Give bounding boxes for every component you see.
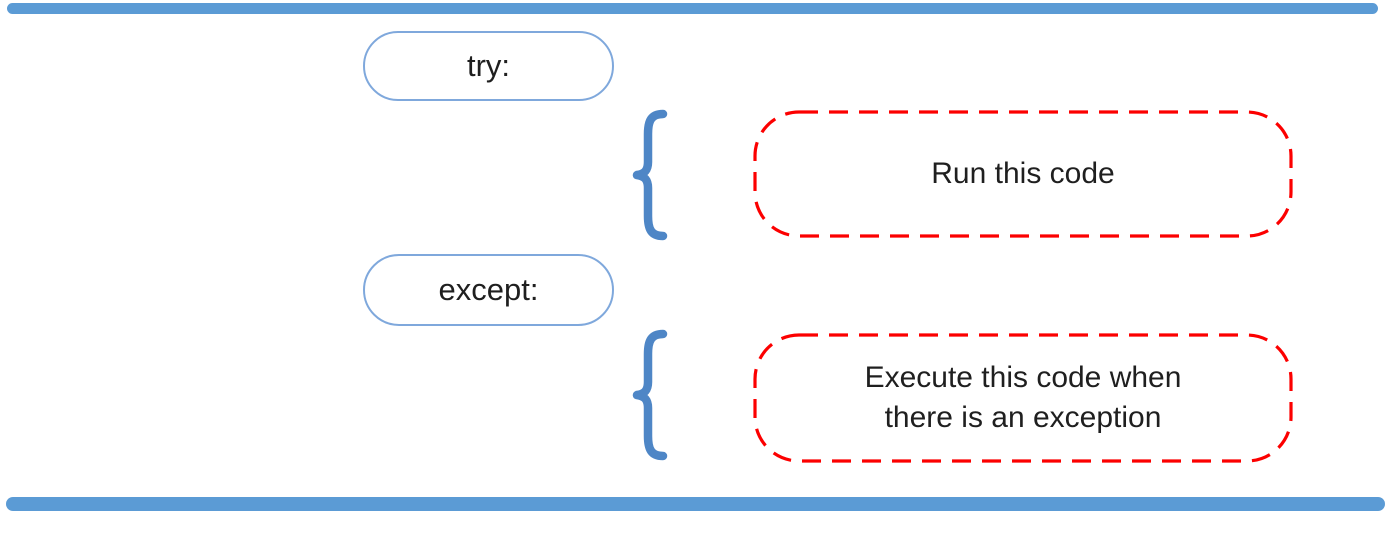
exception-code-box: Execute this code when there is an excep…: [753, 333, 1293, 463]
exception-code-label-line2: there is an exception: [884, 401, 1162, 434]
exception-code-label-line1: Execute this code when: [864, 361, 1182, 394]
except-keyword-pill: except:: [363, 254, 614, 326]
top-divider-bar: [7, 3, 1378, 14]
except-keyword-label: except:: [438, 272, 539, 307]
try-keyword-pill: try:: [363, 31, 614, 101]
try-keyword-label: try:: [466, 48, 511, 83]
left-curly-brace-icon: [632, 329, 668, 461]
exception-code-label: Execute this code when there is an excep…: [865, 358, 1182, 438]
run-code-box: Run this code: [753, 110, 1293, 238]
left-curly-brace-icon: [632, 109, 668, 241]
bottom-divider-bar: [6, 497, 1385, 511]
run-code-label: Run this code: [931, 157, 1115, 190]
